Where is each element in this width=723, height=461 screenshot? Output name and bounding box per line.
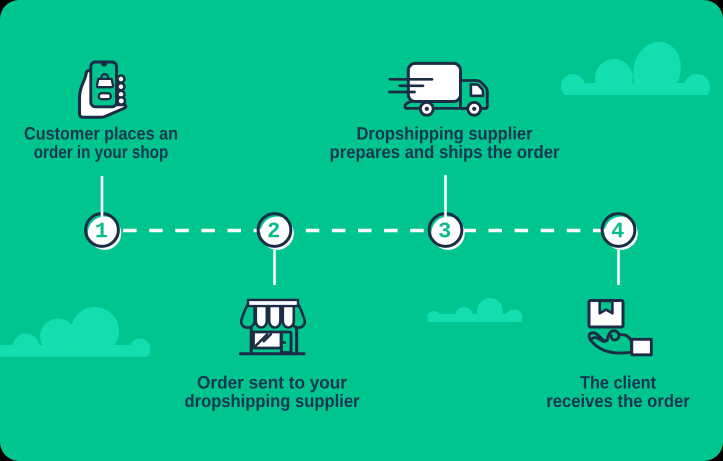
svg-text:order in your shop: order in your shop <box>34 142 169 162</box>
svg-text:Dropshipping supplier: Dropshipping supplier <box>357 124 533 144</box>
svg-text:Customer places an: Customer places an <box>24 124 178 144</box>
svg-text:prepares and ships the order: prepares and ships the order <box>330 142 560 162</box>
svg-text:receives the order: receives the order <box>546 391 690 411</box>
svg-text:Order sent to your: Order sent to your <box>197 373 347 393</box>
svg-text:dropshipping supplier: dropshipping supplier <box>185 391 360 411</box>
svg-text:The client: The client <box>580 373 656 393</box>
